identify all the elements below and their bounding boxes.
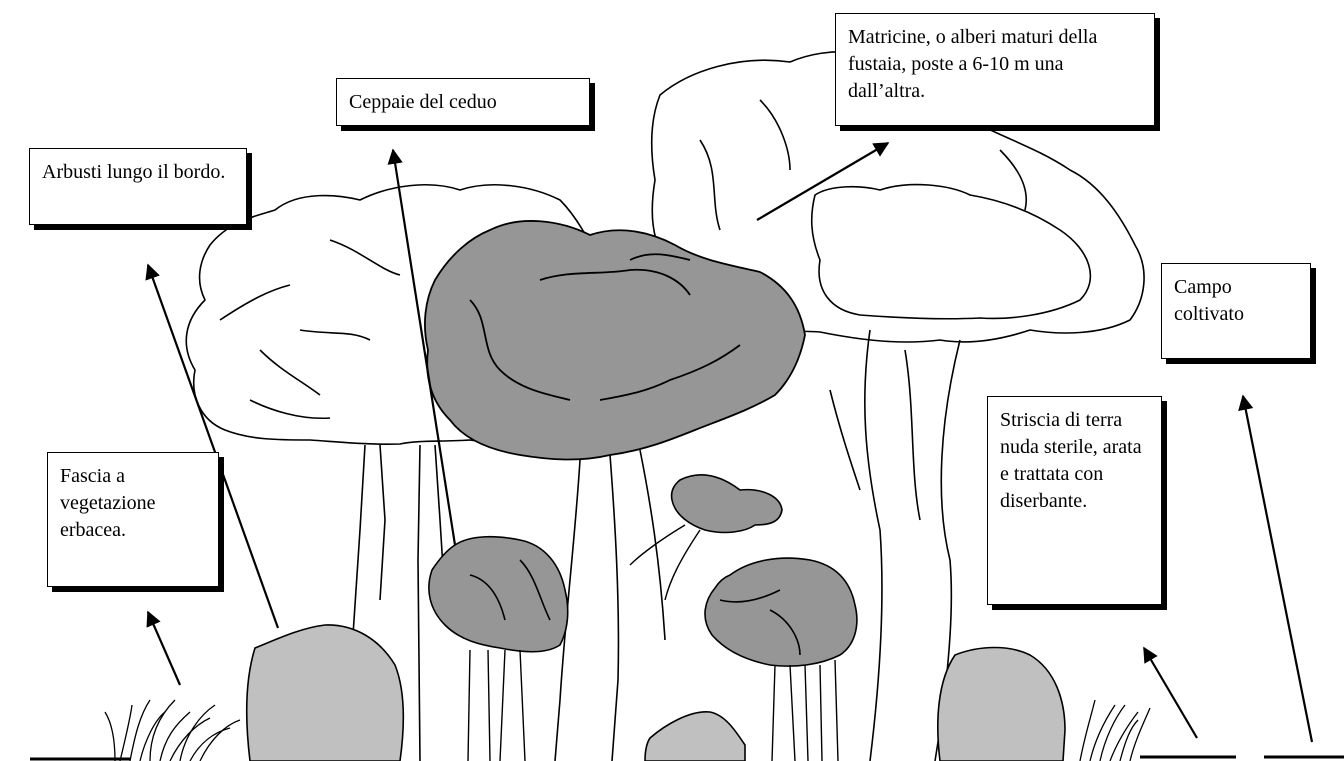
strip-arrow bbox=[1143, 646, 1198, 739]
label-grass: Fascia a vegetazione erbacea. bbox=[47, 452, 219, 587]
grass-arrow bbox=[146, 610, 182, 686]
label-strip-text: Striscia di terra nuda sterile, arata e … bbox=[1000, 409, 1142, 512]
label-standards: Matricine, o alberi maturi della fustaia… bbox=[835, 13, 1155, 126]
label-coppice: Ceppaie del ceduo bbox=[336, 78, 590, 126]
right-shrub bbox=[937, 646, 1066, 761]
shrubs-arrow bbox=[145, 263, 280, 629]
standards-arrow bbox=[756, 142, 890, 221]
label-shrubs: Arbusti lungo il bordo. bbox=[29, 148, 247, 225]
callout-arrows bbox=[145, 142, 1314, 743]
label-standards-text: Matricine, o alberi maturi della fustaia… bbox=[848, 26, 1098, 102]
label-grass-text: Fascia a vegetazione erbacea. bbox=[60, 465, 156, 541]
right-coppice-stool bbox=[704, 557, 858, 667]
label-coppice-text: Ceppaie del ceduo bbox=[349, 91, 497, 113]
grass-tufts bbox=[104, 699, 1151, 761]
left-coppice-stool bbox=[428, 535, 569, 653]
left-shrub bbox=[245, 624, 405, 761]
edge-shrubs bbox=[245, 624, 1066, 761]
small-coppice-stems bbox=[629, 524, 701, 601]
label-field-text: Campo coltivato bbox=[1174, 276, 1244, 325]
left-coppice-stems bbox=[467, 649, 526, 761]
central-coppice-stems bbox=[554, 449, 666, 761]
field-arrow bbox=[1238, 394, 1314, 743]
label-strip: Striscia di terra nuda sterile, arata e … bbox=[987, 396, 1162, 605]
bottom-center-shrub bbox=[644, 711, 746, 761]
coppice-arrow bbox=[387, 148, 457, 546]
label-field: Campo coltivato bbox=[1161, 263, 1311, 359]
right-coppice-stems bbox=[771, 659, 839, 761]
label-shrubs-text: Arbusti lungo il bordo. bbox=[42, 161, 226, 183]
ground-line bbox=[30, 755, 1344, 761]
central-coppice-stool bbox=[424, 220, 806, 461]
small-coppice-stool bbox=[670, 474, 783, 534]
